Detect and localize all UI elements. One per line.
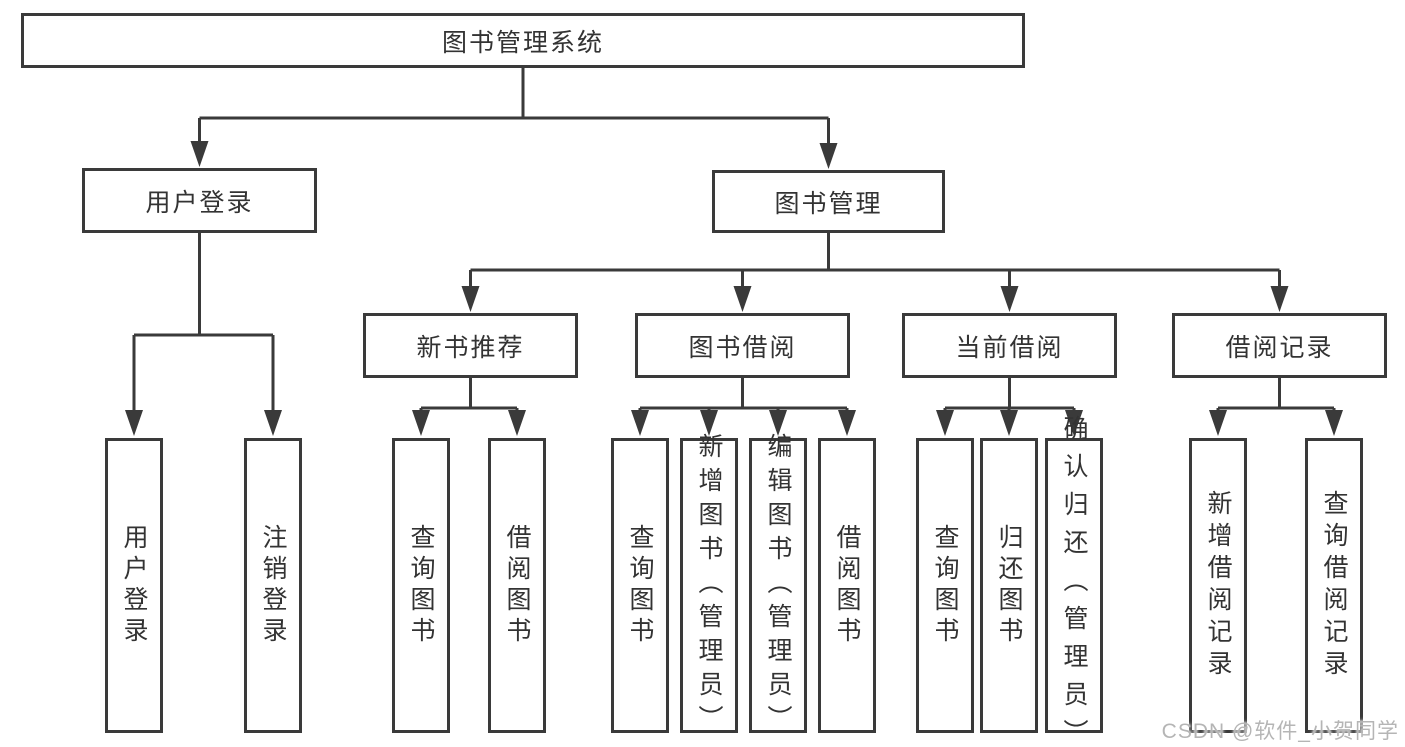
- leaf-newbook-query-books: 查询图书: [392, 438, 450, 733]
- leaf-current-confirm-return-admin-label: 确认归还（管理员）: [1060, 414, 1088, 747]
- csdn-watermark: CSDN @软件_小贺同学: [1161, 720, 1399, 743]
- node-book-management: 图书管理: [712, 170, 945, 233]
- leaf-logout-login-label: 注销登录: [259, 523, 287, 648]
- leaf-newbook-borrow-books-label: 借阅图书: [503, 523, 531, 648]
- node-library-management-system: 图书管理系统: [21, 13, 1025, 68]
- leaf-current-return-books: 归还图书: [980, 438, 1038, 733]
- leaf-records-query-record-label: 查询借阅记录: [1320, 489, 1348, 682]
- leaf-borrow-borrow-books: 借阅图书: [818, 438, 876, 733]
- leaf-current-confirm-return-admin: 确认归还（管理员）: [1045, 415, 1103, 747]
- leaf-borrow-add-books-admin-label: 新增图书（管理员）: [695, 432, 723, 739]
- leaf-borrow-add-books-admin: 新增图书（管理员）: [680, 433, 738, 739]
- node-current-borrowing: 当前借阅: [902, 313, 1117, 378]
- leaf-current-query-books: 查询图书: [916, 438, 974, 733]
- leaf-borrow-edit-books-admin: 编辑图书（管理员）: [749, 433, 807, 739]
- leaf-user-login-label: 用户登录: [120, 523, 148, 648]
- leaf-newbook-borrow-books: 借阅图书: [488, 438, 546, 733]
- leaf-newbook-query-books-label: 查询图书: [407, 523, 435, 648]
- leaf-current-return-books-label: 归还图书: [995, 523, 1023, 648]
- leaf-records-add-record-label: 新增借阅记录: [1204, 489, 1232, 682]
- leaf-records-query-record: 查询借阅记录: [1305, 438, 1363, 733]
- node-book-borrowing: 图书借阅: [635, 313, 850, 378]
- leaf-borrow-query-books: 查询图书: [611, 438, 669, 733]
- node-user-login: 用户登录: [82, 168, 317, 233]
- leaf-borrow-edit-books-admin-label: 编辑图书（管理员）: [764, 432, 792, 739]
- node-borrowing-records: 借阅记录: [1172, 313, 1387, 378]
- leaf-user-login: 用户登录: [105, 438, 163, 733]
- leaf-borrow-query-books-label: 查询图书: [626, 523, 654, 648]
- node-new-book-recommend: 新书推荐: [363, 313, 578, 378]
- leaf-borrow-borrow-books-label: 借阅图书: [833, 523, 861, 648]
- leaf-logout-login: 注销登录: [244, 438, 302, 733]
- leaf-records-add-record: 新增借阅记录: [1189, 438, 1247, 733]
- leaf-current-query-books-label: 查询图书: [931, 523, 959, 648]
